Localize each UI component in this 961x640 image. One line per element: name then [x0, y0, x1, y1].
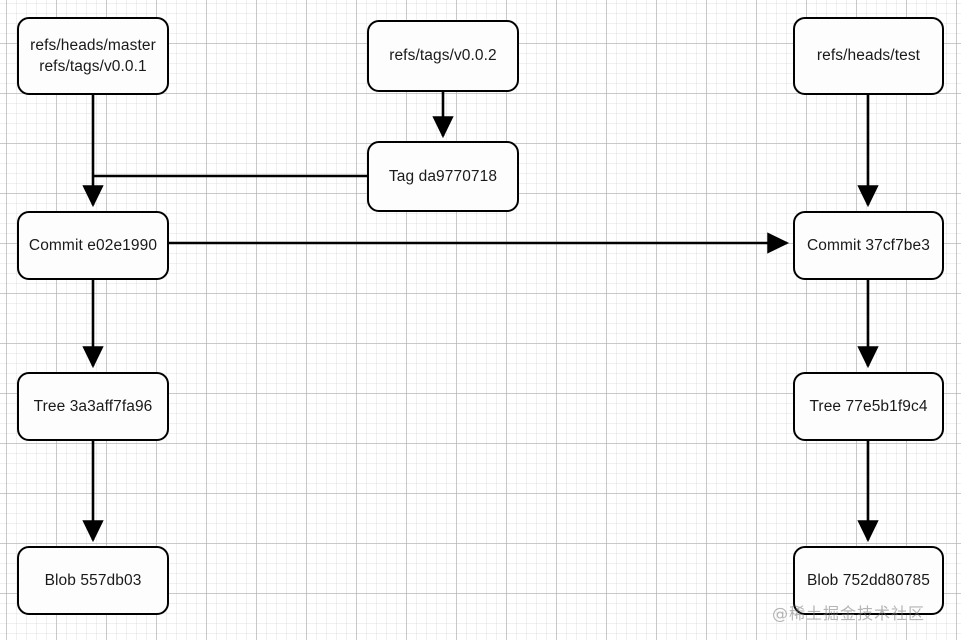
node-blob-557db03[interactable]: Blob 557db03 — [17, 546, 169, 615]
node-label: Commit 37cf7be3 — [807, 236, 930, 254]
node-label: Tag da9770718 — [388, 167, 498, 185]
node-commit-e02e1990[interactable]: Commit e02e1990 — [17, 211, 169, 280]
node-ref-heads-master[interactable]: refs/heads/master refs/tags/v0.0.1 — [17, 17, 169, 95]
node-blob-752dd80785[interactable]: Blob 752dd80785 — [793, 546, 944, 615]
node-label: refs/heads/test — [816, 47, 921, 65]
node-commit-37cf7be3[interactable]: Commit 37cf7be3 — [793, 211, 944, 280]
node-tree-77e5b1f9c4[interactable]: Tree 77e5b1f9c4 — [793, 372, 944, 441]
node-label: refs/heads/master refs/tags/v0.0.1 — [30, 36, 156, 75]
node-label: Commit e02e1990 — [28, 236, 158, 254]
node-ref-tags-v0-0-2[interactable]: refs/tags/v0.0.2 — [367, 20, 519, 92]
node-label: Tree 77e5b1f9c4 — [809, 397, 928, 415]
node-tag-da9770718[interactable]: Tag da9770718 — [367, 141, 519, 212]
node-tree-3a3aff7fa96[interactable]: Tree 3a3aff7fa96 — [17, 372, 169, 441]
node-label: Blob 557db03 — [44, 571, 142, 589]
node-label: Blob 752dd80785 — [806, 571, 931, 589]
node-ref-heads-test[interactable]: refs/heads/test — [793, 17, 944, 95]
node-label: Tree 3a3aff7fa96 — [33, 397, 153, 415]
node-label: refs/tags/v0.0.2 — [389, 47, 497, 65]
